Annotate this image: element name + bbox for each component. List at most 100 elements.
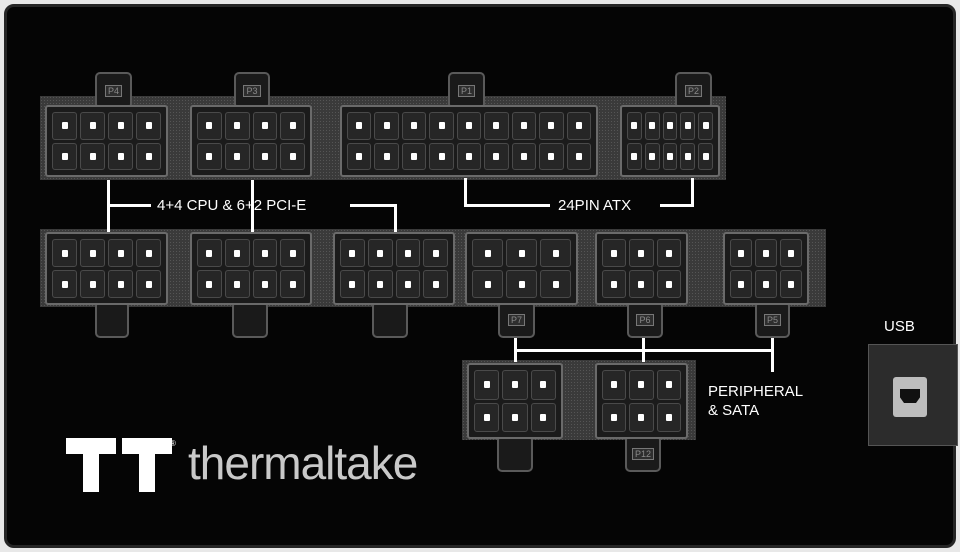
pin-contact [484, 249, 491, 257]
pin-contact [638, 381, 645, 389]
connector-latch-tab: P6 [627, 301, 663, 338]
power-connector-socket[interactable] [190, 105, 312, 177]
connector-pin [656, 239, 681, 267]
pin-contact [702, 122, 709, 130]
connector-latch-tab: P5 [755, 301, 790, 338]
connector-pin [484, 142, 509, 170]
pin-contact [411, 152, 418, 160]
connector-label: P12 [631, 447, 654, 460]
pin-contact [540, 381, 547, 389]
connector-latch-tab: P12 [625, 435, 661, 472]
pin-contact [483, 381, 490, 389]
connector-pin [280, 142, 305, 170]
pin-contact [89, 152, 96, 160]
pin-contact [438, 122, 445, 130]
connector-pin [644, 112, 660, 140]
connector-pin [224, 112, 250, 140]
connector-pin [224, 270, 250, 298]
pin-contact [234, 152, 241, 160]
pin-contact [438, 152, 445, 160]
power-connector-socket[interactable] [190, 232, 312, 305]
connector-pin [540, 270, 571, 298]
connector-pin [340, 270, 365, 298]
connector-pin [252, 112, 278, 140]
connector-label: P2 [684, 84, 702, 97]
connector-pin [197, 239, 222, 267]
label-line [394, 205, 397, 232]
connector-pin [644, 142, 660, 170]
connector-pin [80, 142, 105, 170]
pin-contact [117, 280, 124, 288]
pin-contact [552, 280, 559, 288]
connector-pin [502, 370, 528, 400]
pin-contact [638, 413, 645, 421]
connector-pin [472, 239, 503, 267]
cpu-pcie-label: 4+4 CPU & 6+2 PCI-E [157, 197, 307, 214]
power-connector-socket[interactable] [467, 363, 563, 439]
pin-contact [552, 249, 559, 257]
power-connector-socket[interactable] [723, 232, 809, 305]
pin-contact [432, 280, 439, 288]
connector-pin [474, 370, 500, 400]
connector-pin [401, 112, 427, 140]
connector-pin [474, 402, 500, 432]
pin-contact [611, 280, 618, 288]
mini-usb-port[interactable] [893, 377, 927, 417]
power-connector-socket[interactable] [595, 232, 688, 305]
pin-contact [89, 122, 96, 130]
pin-contact [738, 280, 744, 288]
pin-contact [575, 152, 582, 160]
power-connector-socket[interactable] [595, 363, 688, 439]
pin-contact [261, 249, 268, 257]
pin-contact [61, 122, 68, 130]
power-connector-socket[interactable] [45, 232, 168, 305]
pin-contact [349, 249, 356, 257]
power-connector-socket[interactable] [45, 105, 168, 177]
connector-label: P5 [763, 313, 781, 326]
connector-pin [280, 239, 305, 267]
connector-latch-tab [372, 301, 408, 338]
connector-pin [108, 270, 133, 298]
pin-contact [665, 249, 672, 257]
label-line [660, 204, 694, 207]
pin-contact [511, 381, 518, 389]
pin-contact [145, 249, 152, 257]
connector-pin [627, 142, 642, 170]
power-connector-socket[interactable] [620, 105, 720, 177]
connector-pin [629, 402, 654, 432]
pin-contact [465, 152, 472, 160]
pin-contact [356, 122, 363, 130]
pin-contact [666, 152, 673, 160]
brand-name: thermaltake [188, 437, 418, 489]
connector-latch-tab [95, 301, 129, 338]
pin-contact [511, 413, 518, 421]
pin-contact [631, 122, 638, 130]
connector-pin [197, 142, 222, 170]
usb-port-panel [868, 344, 958, 446]
connector-pin [472, 270, 503, 298]
connector-pin [629, 239, 654, 267]
connector-pin [252, 142, 278, 170]
connector-pin [80, 239, 105, 267]
pin-contact [763, 249, 769, 257]
power-connector-socket[interactable] [340, 105, 598, 177]
pin-contact [465, 122, 472, 130]
connector-latch-tab [232, 301, 268, 338]
connector-pin [374, 112, 399, 140]
connector-pin [52, 112, 77, 140]
connector-pin [347, 112, 372, 140]
label-line [771, 338, 774, 372]
power-connector-socket[interactable] [333, 232, 455, 305]
connector-pin [136, 239, 161, 267]
connector-pin [456, 112, 482, 140]
pin-contact [117, 152, 124, 160]
connector-pin [530, 370, 556, 400]
pin-contact [117, 249, 124, 257]
label-line [350, 204, 397, 207]
power-connector-socket[interactable] [465, 232, 578, 305]
connector-pin [52, 239, 77, 267]
connector-pin [656, 270, 681, 298]
connector-pin [506, 239, 537, 267]
pin-contact [377, 280, 384, 288]
connector-pin [197, 112, 222, 140]
